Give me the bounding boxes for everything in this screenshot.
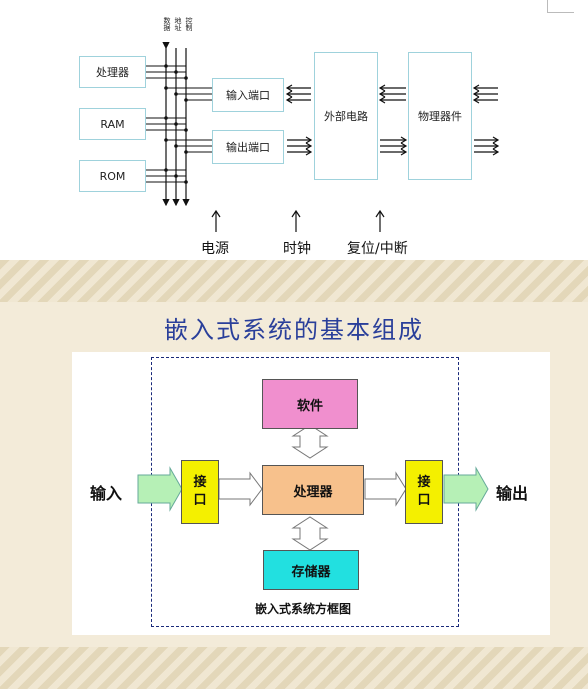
cpu-box: 处理器 [79,56,146,88]
cpu-block: 处理器 [262,465,364,515]
interface-left-block: 接 口 [181,460,219,524]
diagram-caption: 嵌入式系统方框图 [255,602,352,616]
power-label: 电源 [201,241,229,257]
physical-device-box: 物理器件 [408,52,472,180]
rom-box: ROM [79,160,146,192]
slide: 嵌入式系统的基本组成 软件 处理器 存储器 接 口 接 口 输入 输出 嵌入式系… [0,260,588,689]
reset-interrupt-label: 复位/中断 [347,241,408,257]
bus-lines [145,42,500,232]
decorative-band-bottom [0,647,588,689]
decorative-band-top [0,260,588,302]
software-block: 软件 [262,379,358,429]
output-port-box: 输出端口 [212,130,284,164]
input-port-box: 输入端口 [212,78,284,112]
storage-block: 存储器 [263,550,359,590]
external-circuit-box: 外部电路 [314,52,378,180]
ram-box: RAM [79,108,146,140]
page-corner-mark [547,0,574,13]
bus-label-control: 控制 [185,17,193,31]
bus-label-address: 地址 [174,17,182,31]
slide-title: 嵌入式系统的基本组成 [164,316,424,344]
interface-right-block: 接 口 [405,460,443,524]
clock-label: 时钟 [283,241,311,257]
output-label: 输出 [496,484,529,503]
input-label: 输入 [90,484,123,503]
block-arrows [137,424,489,551]
bus-label-data: 数据 [163,17,171,31]
